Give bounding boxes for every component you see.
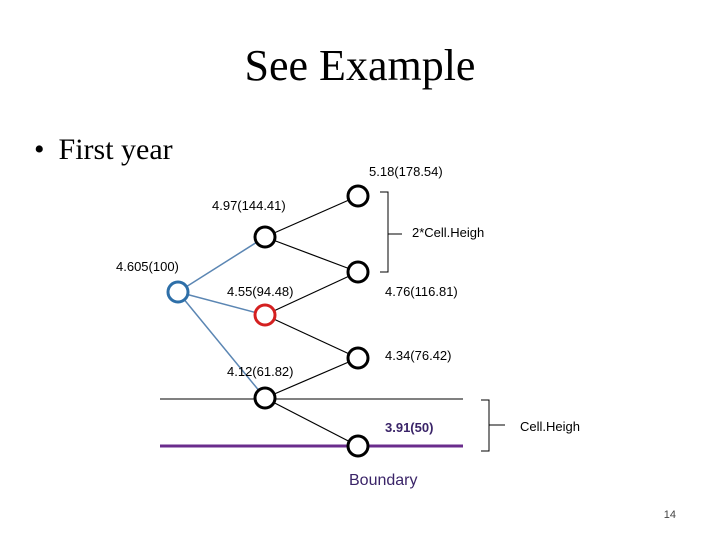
node-dd bbox=[346, 434, 370, 458]
label-bracket-lower: Cell.Heigh bbox=[520, 419, 580, 434]
node-up bbox=[253, 225, 277, 249]
label-bracket-upper: 2*Cell.Heigh bbox=[412, 225, 485, 240]
node-uu bbox=[346, 184, 370, 208]
page-number: 14 bbox=[663, 509, 676, 521]
edge-root-down bbox=[177, 291, 266, 399]
edge-mid-um bbox=[264, 271, 359, 316]
edge-down-md bbox=[264, 357, 359, 399]
node-root bbox=[166, 280, 190, 304]
label-mid: 4.55(94.48) bbox=[227, 284, 294, 299]
bracket-upper bbox=[380, 191, 389, 273]
label-up: 4.97(144.41) bbox=[212, 198, 286, 213]
edge-up-uu bbox=[264, 195, 359, 238]
bullet-first-year: • First year bbox=[34, 132, 173, 168]
node-um bbox=[346, 260, 370, 284]
bullet-dot: • bbox=[34, 133, 45, 166]
node-mid bbox=[253, 303, 277, 327]
label-dd: 3.91(50) bbox=[385, 420, 434, 435]
label-boundary: Boundary bbox=[349, 472, 418, 489]
edge-down-dd bbox=[264, 397, 359, 447]
bracket-lower bbox=[481, 399, 490, 452]
label-root: 4.605(100) bbox=[116, 259, 179, 274]
label-uu: 5.18(178.54) bbox=[369, 164, 443, 179]
edge-root-mid bbox=[177, 291, 266, 316]
bullet-text: First year bbox=[58, 133, 173, 166]
edge-root-up bbox=[177, 236, 266, 293]
label-md: 4.34(76.42) bbox=[385, 348, 452, 363]
edge-up-um bbox=[264, 236, 359, 273]
edge-mid-md bbox=[264, 314, 359, 359]
label-down: 4.12(61.82) bbox=[227, 364, 294, 379]
node-down bbox=[253, 386, 277, 410]
label-um: 4.76(116.81) bbox=[385, 284, 458, 299]
node-md bbox=[346, 346, 370, 370]
slide-title: See Example bbox=[244, 41, 476, 90]
